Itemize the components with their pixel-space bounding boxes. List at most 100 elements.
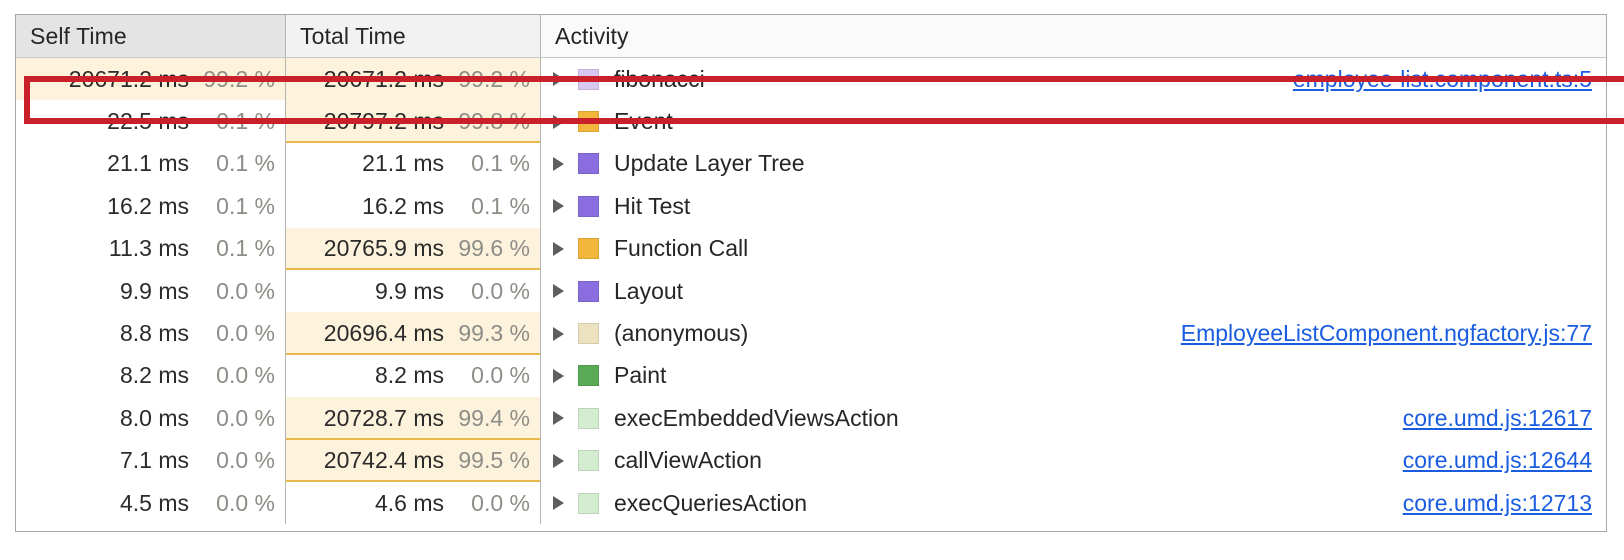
cell-total-time: 20765.9 ms 99.6 % bbox=[286, 227, 541, 270]
total-time-percent: 0.0 % bbox=[471, 277, 530, 304]
cell-activity: execEmbeddedViewsAction core.umd.js:12617 bbox=[541, 397, 1606, 439]
cell-activity: Event bbox=[541, 100, 1606, 142]
cell-activity: Hit Test bbox=[541, 185, 1606, 227]
tree-row[interactable]: 7.1 ms 0.0 % 20742.4 ms 99.5 % callViewActio… bbox=[16, 439, 1606, 482]
total-time-value: 20728.7 ms bbox=[323, 404, 444, 431]
self-time-percent: 0.0 % bbox=[216, 362, 275, 389]
total-time-value: 4.6 ms bbox=[374, 489, 444, 516]
self-time-percent: 0.0 % bbox=[216, 277, 275, 304]
self-time-value: 20671.2 ms bbox=[68, 65, 189, 92]
triangle-right-icon[interactable] bbox=[553, 72, 564, 87]
color-swatch-icon bbox=[578, 280, 599, 302]
triangle-right-icon[interactable] bbox=[553, 411, 564, 426]
triangle-right-icon[interactable] bbox=[553, 284, 564, 299]
total-time-percent: 99.6 % bbox=[458, 235, 530, 262]
color-swatch-icon bbox=[578, 450, 599, 472]
total-time-percent: 0.0 % bbox=[471, 362, 530, 389]
total-time-value: 20742.4 ms bbox=[323, 447, 444, 474]
triangle-right-icon[interactable] bbox=[553, 156, 564, 171]
source-location-link[interactable]: employee-list.component.ts:5 bbox=[1292, 65, 1592, 92]
triangle-right-icon[interactable] bbox=[553, 368, 564, 383]
activity-label: execEmbeddedViewsAction bbox=[614, 404, 899, 431]
color-swatch-icon bbox=[578, 68, 599, 90]
color-swatch-icon bbox=[578, 323, 599, 345]
column-header-self-time[interactable]: Self Time bbox=[16, 15, 286, 57]
cell-total-time: 16.2 ms 0.1 % bbox=[286, 185, 541, 228]
triangle-right-icon[interactable] bbox=[553, 114, 564, 129]
activity-label: Function Call bbox=[614, 235, 749, 262]
color-swatch-icon bbox=[578, 195, 599, 217]
activity-label: callViewAction bbox=[614, 447, 762, 474]
self-time-percent: 0.1 % bbox=[216, 108, 275, 135]
cell-self-time: 8.2 ms 0.0 % bbox=[16, 354, 286, 398]
performance-bottom-up-tree: Self Time Total Time Activity 20671.2 ms… bbox=[15, 14, 1624, 532]
total-time-bar bbox=[286, 227, 540, 270]
self-time-percent: 0.0 % bbox=[216, 404, 275, 431]
triangle-right-icon[interactable] bbox=[553, 199, 564, 214]
triangle-right-icon[interactable] bbox=[553, 453, 564, 468]
color-swatch-icon bbox=[578, 238, 599, 260]
column-header-activity[interactable]: Activity bbox=[541, 15, 1606, 57]
total-time-value: 20696.4 ms bbox=[323, 320, 444, 347]
self-time-value: 7.1 ms bbox=[119, 447, 189, 474]
total-time-value: 20765.9 ms bbox=[323, 235, 444, 262]
total-time-percent: 0.1 % bbox=[471, 192, 530, 219]
cell-self-time: 7.1 ms 0.0 % bbox=[16, 439, 286, 482]
total-time-percent: 99.3 % bbox=[458, 320, 530, 347]
activity-label: Layout bbox=[614, 277, 684, 304]
triangle-right-icon[interactable] bbox=[553, 496, 564, 511]
source-location-link[interactable]: EmployeeListComponent.ngfactory.js:77 bbox=[1180, 320, 1592, 347]
cell-activity: execQueriesAction core.umd.js:12713 bbox=[541, 482, 1606, 524]
cell-activity: Paint bbox=[541, 355, 1606, 397]
column-header-total-time-label: Total Time bbox=[300, 22, 406, 49]
tree-header-row: Self Time Total Time Activity bbox=[16, 14, 1606, 58]
activity-label: fibonacci bbox=[614, 65, 705, 92]
source-location-link[interactable]: core.umd.js:12713 bbox=[1402, 489, 1592, 516]
total-time-value: 21.1 ms bbox=[362, 150, 444, 177]
cell-total-time: 20742.4 ms 99.5 % bbox=[286, 439, 541, 482]
self-time-percent: 99.2 % bbox=[203, 65, 275, 92]
self-time-value: 8.2 ms bbox=[119, 362, 189, 389]
cell-total-time: 20696.4 ms 99.3 % bbox=[286, 312, 541, 355]
self-time-value: 9.9 ms bbox=[119, 277, 189, 304]
column-header-self-time-label: Self Time bbox=[30, 22, 127, 49]
total-time-bar bbox=[286, 439, 540, 482]
total-time-value: 16.2 ms bbox=[362, 192, 444, 219]
self-time-percent: 0.1 % bbox=[216, 192, 275, 219]
triangle-right-icon[interactable] bbox=[553, 241, 564, 256]
color-swatch-icon bbox=[578, 153, 599, 175]
column-header-total-time[interactable]: Total Time bbox=[286, 15, 541, 57]
cell-self-time: 9.9 ms 0.0 % bbox=[16, 269, 286, 313]
source-location-link[interactable]: core.umd.js:12644 bbox=[1402, 447, 1592, 474]
triangle-right-icon[interactable] bbox=[553, 326, 564, 341]
total-time-percent: 99.8 % bbox=[458, 108, 530, 135]
total-time-percent: 99.5 % bbox=[458, 447, 530, 474]
self-time-percent: 0.0 % bbox=[216, 447, 275, 474]
self-time-value: 8.8 ms bbox=[119, 320, 189, 347]
total-time-value: 20671.2 ms bbox=[323, 65, 444, 92]
activity-label: Paint bbox=[614, 362, 667, 389]
self-time-percent: 0.1 % bbox=[216, 150, 275, 177]
activity-label: execQueriesAction bbox=[614, 489, 808, 516]
cell-activity: fibonacci employee-list.component.ts:5 bbox=[541, 58, 1606, 100]
cell-activity: (anonymous)EmployeeListComponent.ngfacto… bbox=[541, 312, 1606, 354]
activity-label: Hit Test bbox=[614, 192, 691, 219]
source-location-link[interactable]: core.umd.js:12617 bbox=[1402, 404, 1592, 431]
